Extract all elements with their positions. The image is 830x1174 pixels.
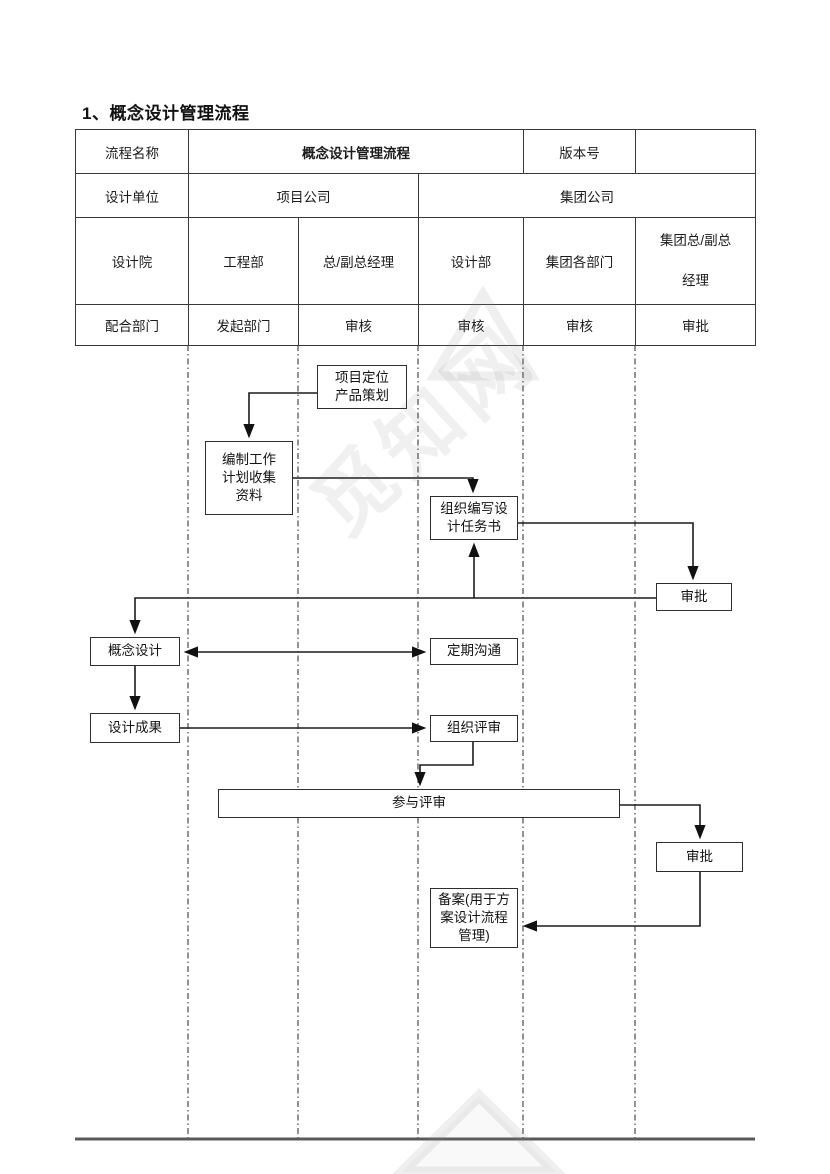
cell-design-dept: 设计部 bbox=[418, 217, 524, 305]
cell-role-review-3: 审核 bbox=[523, 304, 636, 346]
cell-design-unit-label: 设计单位 bbox=[75, 173, 189, 218]
flow-box-project-positioning: 项目定位 产品策划 bbox=[317, 365, 407, 409]
flow-box-filing: 备案(用于方 案设计流程 管理) bbox=[430, 888, 518, 948]
flow-box-organize-review: 组织评审 bbox=[430, 715, 518, 742]
cell-group-company: 集团公司 bbox=[418, 173, 756, 218]
cell-project-company: 项目公司 bbox=[188, 173, 419, 218]
flow-box-concept-design: 概念设计 bbox=[90, 637, 180, 666]
cell-version-value bbox=[635, 129, 756, 174]
flow-box-approve-2: 审批 bbox=[656, 842, 743, 872]
flow-box-regular-communication: 定期沟通 bbox=[430, 638, 518, 665]
flow-box-design-result: 设计成果 bbox=[90, 713, 180, 743]
cell-role-review-1: 审核 bbox=[298, 304, 419, 346]
process-header-table: 流程名称 概念设计管理流程 版本号 设计单位 项目公司 集团公司 设计院 工程部… bbox=[75, 129, 756, 346]
flow-box-design-brief: 组织编写设 计任务书 bbox=[430, 496, 518, 540]
cell-general-manager: 总/副总经理 bbox=[298, 217, 419, 305]
cell-process-name-value: 概念设计管理流程 bbox=[188, 129, 524, 174]
flow-box-work-plan-collect: 编制工作 计划收集 资料 bbox=[205, 441, 293, 515]
cell-role-cooperate: 配合部门 bbox=[75, 304, 189, 346]
flow-box-approve-1: 审批 bbox=[656, 583, 732, 611]
cell-group-gm: 集团总/副总 经理 bbox=[635, 217, 756, 305]
flow-box-participate-review: 参与评审 bbox=[218, 789, 620, 818]
swimlane-lines bbox=[187, 345, 636, 1139]
cell-group-depts: 集团各部门 bbox=[523, 217, 636, 305]
cell-role-approve: 审批 bbox=[635, 304, 756, 346]
cell-engineering-dept: 工程部 bbox=[188, 217, 299, 305]
cell-process-name-label: 流程名称 bbox=[75, 129, 189, 174]
cell-version-label: 版本号 bbox=[523, 129, 636, 174]
flow-arrows bbox=[129, 392, 706, 932]
cell-role-review-2: 审核 bbox=[418, 304, 524, 346]
cell-role-initiate: 发起部门 bbox=[188, 304, 299, 346]
cell-design-institute: 设计院 bbox=[75, 217, 189, 305]
page-title: 1、概念设计管理流程 bbox=[82, 104, 250, 123]
